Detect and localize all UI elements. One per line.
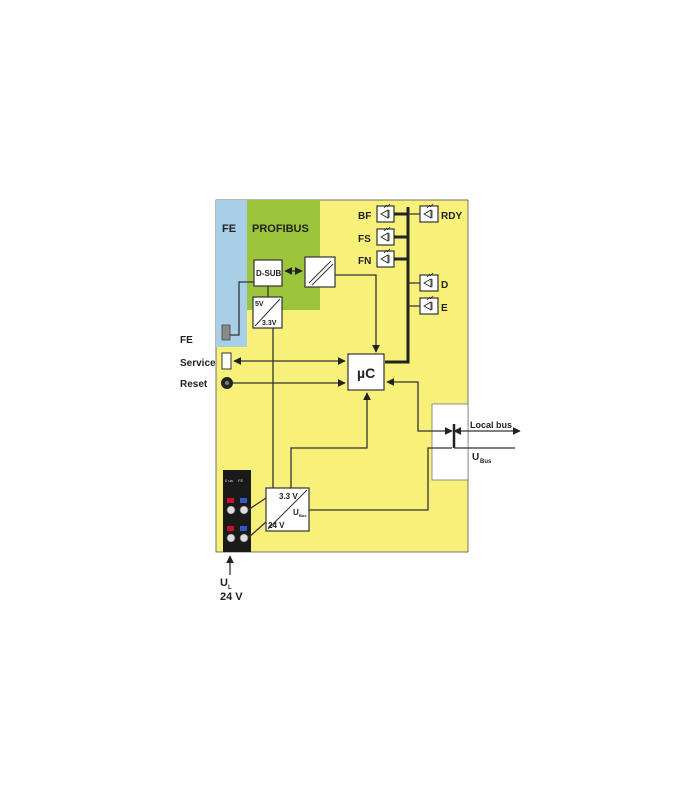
uc-local-bus-link [386, 378, 453, 435]
service-label: Service [180, 358, 216, 369]
terminal-pin-b: FE [238, 478, 243, 483]
led-bf: BF [358, 203, 395, 223]
isolator-slash-2 [311, 263, 334, 286]
terminal-screw-1a [226, 505, 236, 515]
local-bus-label: Local bus [470, 420, 512, 430]
psu-24v-label: 24 V [268, 521, 285, 530]
fe-region-label: FE [222, 223, 236, 235]
led-fn-diode-icon [380, 248, 391, 264]
led-e-label: E [441, 303, 448, 314]
terminal-pin-a: 0 ua [225, 478, 234, 483]
led-rdy-label: RDY [441, 211, 462, 222]
led-fs-label: FS [358, 234, 371, 245]
led-fn-box [376, 250, 395, 268]
fe-side-label: FE [180, 335, 193, 346]
regulator-slash [254, 298, 281, 327]
led-d-box [419, 274, 439, 292]
led-fn-label: FN [358, 256, 371, 267]
led-bf-diode-icon [380, 203, 391, 219]
led-d-label: D [441, 280, 448, 291]
microcontroller-label: µC [357, 365, 375, 381]
profibus-region [247, 200, 320, 310]
psu-3v3-rail [290, 392, 371, 488]
terminal-screw-1b [239, 505, 249, 515]
led-e-box [419, 297, 439, 315]
isolator-uc-link [335, 274, 380, 353]
ubus-label-sub: Bus [480, 459, 492, 465]
ubus-label: U [472, 452, 479, 463]
led-e-diode-icon [423, 295, 434, 311]
supply-u-label: U [220, 577, 228, 589]
terminal-blue-2 [240, 526, 247, 531]
led-bus-right [408, 213, 420, 307]
led-fs-box [376, 228, 395, 246]
led-fs-diode-icon [380, 226, 391, 242]
service-switch [221, 352, 232, 370]
led-rdy-box [419, 205, 439, 223]
psu-ubus-sub-label: Bus [299, 513, 307, 518]
regulator-3v3-label: 3.3V [262, 320, 277, 327]
led-d-diode-icon [423, 272, 434, 288]
reset-label: Reset [180, 379, 208, 390]
fe-region [216, 200, 247, 347]
psu-ubus-rail [309, 447, 452, 511]
terminal-screw-2a [226, 533, 236, 543]
reset-button-inner [224, 380, 230, 386]
terminal-red-2 [227, 526, 234, 531]
psu-3v3-label: 3.3 V [279, 492, 298, 501]
supply-u-sub: L [228, 585, 232, 591]
led-rdy-diode-icon [423, 203, 434, 219]
microcontroller-block [347, 353, 385, 391]
fe-terminal [221, 324, 231, 341]
isolator-slash [308, 260, 332, 284]
psu-ubus-label: U [293, 508, 299, 517]
fe-wire [230, 281, 254, 336]
regulator-5v-label: 5V [255, 301, 264, 308]
dsub-label: D-SUB [256, 269, 282, 278]
power-supply-slash [267, 489, 308, 530]
local-bus-panel [431, 403, 469, 481]
terminal-psu-wires [247, 497, 267, 539]
terminal-blue-1 [240, 498, 247, 503]
supply-voltage-label: 24 V [220, 591, 243, 603]
terminal-screw-2b [239, 533, 249, 543]
profibus-region-label: PROFIBUS [252, 223, 309, 235]
led-bf-label: BF [358, 211, 371, 222]
terminal-red-1 [227, 498, 234, 503]
led-bus [385, 207, 410, 364]
led-bf-box [376, 205, 395, 223]
